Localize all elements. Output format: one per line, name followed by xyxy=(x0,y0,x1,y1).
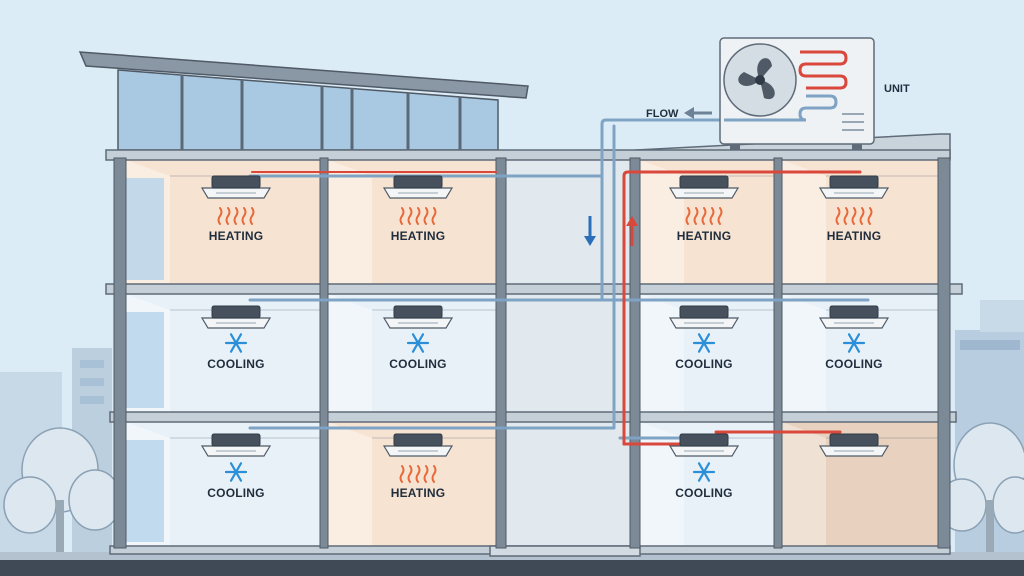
pipe xyxy=(248,418,616,430)
ceiling-cassette-unit xyxy=(668,433,740,457)
ceiling-cassette-unit xyxy=(818,433,890,457)
left-window xyxy=(126,312,164,408)
flow-label: FLOW xyxy=(646,108,679,120)
room-side-wall xyxy=(328,294,372,412)
room-side-wall xyxy=(782,160,826,284)
ceiling-cassette-unit xyxy=(668,175,740,199)
heat-wave-icon xyxy=(399,207,437,225)
pipe xyxy=(600,118,726,302)
ceiling-cassette-unit xyxy=(200,175,272,199)
up-flow-arrow-icon xyxy=(626,216,638,246)
fan-icon xyxy=(738,58,775,100)
ceiling-cassette-unit xyxy=(668,305,740,329)
roof xyxy=(78,51,529,151)
ceiling-cassette-unit xyxy=(818,175,890,199)
room-mode-label-f2-r4: COOLING xyxy=(825,357,883,371)
room-mode-label-f3-r1: HEATING xyxy=(208,229,264,243)
room-mode-label-f2-r1: COOLING xyxy=(207,357,265,371)
heat-wave-icon xyxy=(217,207,255,225)
room-mode-label-f2-r3: COOLING xyxy=(675,357,733,371)
columns xyxy=(113,157,951,549)
pipe xyxy=(622,170,862,446)
snowflake-icon xyxy=(842,333,866,353)
heat-wave-icon xyxy=(835,207,873,225)
ceiling-cassette-unit xyxy=(382,175,454,199)
room-mode-label-f3-r2: HEATING xyxy=(390,229,446,243)
ceiling-cassette-unit xyxy=(200,433,272,457)
room-mode-label-f1-r1: COOLING xyxy=(207,486,265,500)
room-mode-label-f1-r3: COOLING xyxy=(675,486,733,500)
room-mode-label-f2-r2: COOLING xyxy=(389,357,447,371)
arrow-left-icon xyxy=(684,107,712,119)
mode-icons xyxy=(217,207,873,483)
room-mode-label-f1-r2: HEATING xyxy=(390,486,446,500)
heat-wave-icon xyxy=(399,465,437,483)
room-side-wall xyxy=(328,160,372,284)
heat-wave-icon xyxy=(685,207,723,225)
snowflake-icon xyxy=(692,462,716,482)
down-flow-arrow-icon xyxy=(584,216,596,246)
room-side-wall xyxy=(640,422,684,546)
ceiling-cassette-unit xyxy=(818,305,890,329)
room-side-wall xyxy=(782,294,826,412)
left-window xyxy=(126,440,164,542)
ceiling-cassette-unit xyxy=(200,305,272,329)
core-shaft xyxy=(506,160,630,546)
room-side-wall xyxy=(782,422,826,546)
snowflake-icon xyxy=(692,333,716,353)
room-side-wall xyxy=(640,294,684,412)
room-mode-label-f3-r4: HEATING xyxy=(826,229,882,243)
room-side-wall xyxy=(640,160,684,284)
left-window xyxy=(126,178,164,280)
refrigerant-pipes xyxy=(248,118,870,446)
snowflake-icon xyxy=(224,462,248,482)
floor-slabs xyxy=(105,149,963,557)
snowflake-icon xyxy=(224,333,248,353)
ceiling-cassette-unit xyxy=(382,305,454,329)
road xyxy=(0,560,1024,576)
ceiling-cassette-unit xyxy=(382,433,454,457)
outdoor-unit xyxy=(719,37,875,150)
room-side-wall xyxy=(328,422,372,546)
unit-label: UNIT xyxy=(884,83,910,95)
indoor-units xyxy=(200,175,890,457)
snowflake-icon xyxy=(406,333,430,353)
room-mode-label-f3-r3: HEATING xyxy=(676,229,732,243)
